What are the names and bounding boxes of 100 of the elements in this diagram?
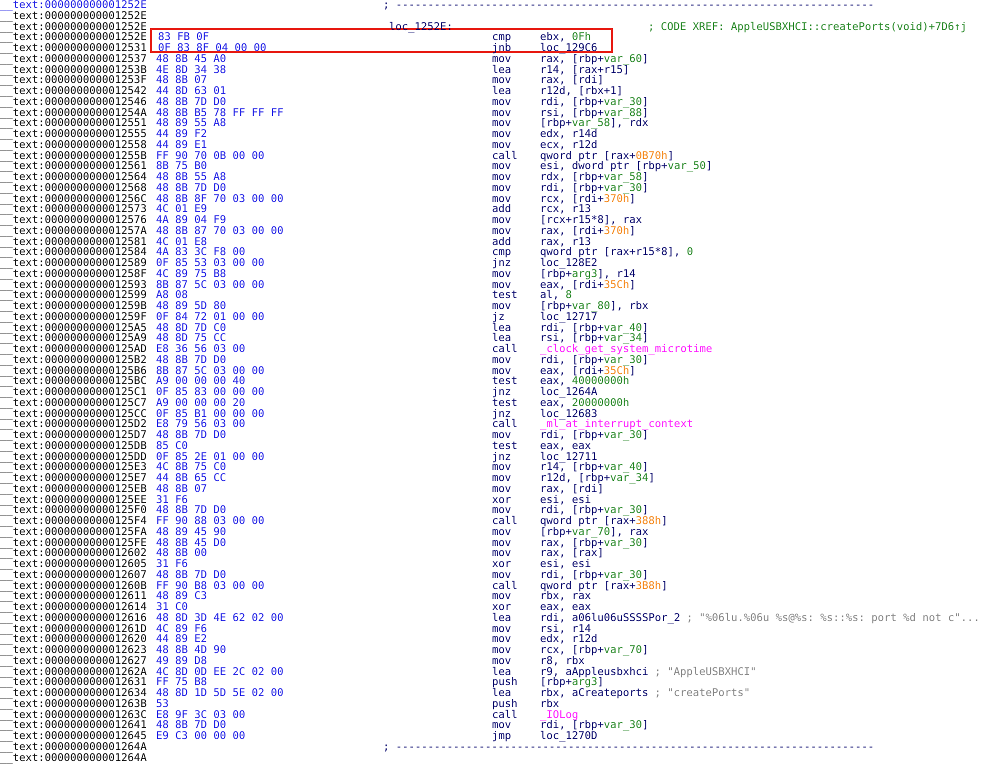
operand: rdi, [rbp+var_30] <box>540 96 648 108</box>
mnemonic: mov <box>492 526 512 538</box>
hex-bytes: 8B 75 B0 <box>156 160 208 172</box>
operand: [rbp+var_70], rax <box>540 526 648 538</box>
operand: qword ptr [rax+0B70h] <box>540 150 674 162</box>
address-text: __text:000000000001253B <box>0 64 147 76</box>
hex-bytes: 48 8B 7D D0 <box>156 504 226 516</box>
operand: rax, [rax] <box>540 547 604 560</box>
hex-bytes: 4C 8B 75 C0 <box>156 461 226 474</box>
address-text: __text:00000000000125A9 <box>0 332 147 344</box>
mnemonic: mov <box>492 117 512 130</box>
address-text: __text:000000000001253F <box>0 74 147 86</box>
operand: r12d, [rbx+1] <box>540 85 623 97</box>
hex-bytes: 48 8B 07 <box>156 482 208 495</box>
mnemonic: mov <box>492 364 512 376</box>
hex-bytes: E9 C3 00 00 00 <box>156 730 246 742</box>
mnemonic: jnz <box>492 386 512 398</box>
hex-bytes: 48 8B 7D D0 <box>156 719 226 732</box>
address-text: __text:0000000000012593 <box>0 278 147 290</box>
address-text: __text:0000000000012599 <box>0 289 147 302</box>
operand: rcx, [rbp+var_70] <box>540 644 648 656</box>
mnemonic: call <box>492 580 518 592</box>
hex-bytes: 48 8B 07 <box>156 74 208 86</box>
operand: eax, [rdi+35Ch] <box>540 364 636 376</box>
operand: loc_12711 <box>540 450 598 462</box>
hex-bytes: 31 C0 <box>156 601 188 613</box>
operand: loc_128E2 <box>540 257 598 269</box>
address-text: __text:0000000000012607 <box>0 568 147 581</box>
hex-bytes: FF 90 88 03 00 00 <box>156 515 264 527</box>
hex-bytes: 0F 85 53 03 00 00 <box>156 257 264 269</box>
hex-bytes: 83 FB 0F <box>158 31 210 44</box>
operand: [rbp+var_80], rbx <box>540 300 648 312</box>
address-text: __text:000000000001264A <box>0 752 147 764</box>
operand: eax, eax <box>540 601 592 613</box>
address-text: __text:000000000001255B <box>0 150 147 162</box>
separator-comment: ; --------------------------------------------------------------------------- <box>383 0 874 11</box>
mnemonic: add <box>492 236 512 248</box>
operand: esi, esi <box>540 494 592 506</box>
operand: r12d, [rbp+var_34] <box>540 472 655 484</box>
address-text: __text:0000000000012551 <box>0 117 147 130</box>
operand: rbx, aCreateports <box>540 687 648 699</box>
separator-comment: ; --------------------------------------------------------------------------- <box>383 740 874 753</box>
mnemonic: mov <box>492 160 512 172</box>
operand: rsi, r14 <box>540 622 592 634</box>
address-text: __text:0000000000012576 <box>0 214 147 226</box>
operand: loc_1264A <box>540 386 598 398</box>
address-text: __text:0000000000012555 <box>0 128 147 140</box>
address-text: __text:0000000000012546 <box>0 96 147 108</box>
operand: rcx, [rdi+370h] <box>540 192 636 204</box>
operand: loc_129C6 <box>540 42 598 54</box>
address-text: __text:000000000001259B <box>0 300 147 312</box>
operand: rdi, a06lu06uSSSSPor_2 <box>540 612 680 624</box>
address-text: __text:0000000000012561 <box>0 160 147 172</box>
mnemonic: mov <box>492 74 512 86</box>
address-text: __text:0000000000012558 <box>0 138 147 151</box>
operand: edx, r12d <box>540 633 598 646</box>
string-comment: ; "createPorts" <box>654 687 750 699</box>
operand: qword ptr [rax+388h] <box>540 515 668 527</box>
address-text: __text:000000000001256C <box>0 192 147 204</box>
mnemonic: mov <box>492 568 512 581</box>
mnemonic: xor <box>492 601 512 613</box>
operand: qword ptr [rax+r15*8], 0 <box>540 246 694 258</box>
mnemonic: mov <box>492 472 512 484</box>
mnemonic: mov <box>492 192 512 204</box>
address-text: __text:0000000000012573 <box>0 203 147 216</box>
mnemonic: mov <box>492 300 512 312</box>
mnemonic: call <box>492 418 518 430</box>
hex-bytes: 48 8B 00 <box>156 547 208 560</box>
address-text: __text:0000000000012564 <box>0 171 147 183</box>
operand: loc_12717 <box>540 310 598 323</box>
mnemonic: test <box>492 440 518 452</box>
hex-bytes: FF 75 B8 <box>156 676 208 688</box>
address-text: __text:00000000000125F0 <box>0 504 147 516</box>
address-text: __text:000000000001252E <box>0 0 147 11</box>
mnemonic: xor <box>492 558 512 570</box>
operand: ebx, 0Fh <box>540 31 592 44</box>
hex-bytes: 48 8B 7D D0 <box>156 96 226 108</box>
hex-bytes: 49 89 D8 <box>156 654 208 667</box>
hex-bytes: 48 89 5D 80 <box>156 300 226 312</box>
hex-bytes: 48 8B 7D D0 <box>156 568 226 581</box>
hex-bytes: 53 <box>156 698 169 710</box>
hex-bytes: 4E 8D 34 38 <box>156 64 226 76</box>
hex-bytes: 48 8B 7D D0 <box>156 429 226 441</box>
operand: r14, [rbp+var_40] <box>540 461 648 474</box>
operand: _IOLog <box>540 708 578 720</box>
mnemonic: mov <box>492 644 512 656</box>
operand: rax, [rdi] <box>540 482 604 495</box>
mnemonic: mov <box>492 96 512 108</box>
hex-bytes: A8 08 <box>156 289 188 302</box>
operand: loc_1270D <box>540 730 598 742</box>
hex-bytes: 48 89 55 A8 <box>156 117 226 130</box>
mnemonic: mov <box>492 182 512 194</box>
mnemonic: mov <box>492 268 512 280</box>
hex-bytes: E8 36 56 03 00 <box>156 343 246 355</box>
operand: esi, dword ptr [rbp+var_50] <box>540 160 712 172</box>
mnemonic: mov <box>492 461 512 474</box>
hex-bytes: 48 8B 87 70 03 00 00 <box>156 224 284 237</box>
mnemonic: mov <box>492 622 512 634</box>
hex-bytes: 4C 01 E9 <box>156 203 208 216</box>
operand: _ml_at_interrupt_context <box>540 418 694 430</box>
